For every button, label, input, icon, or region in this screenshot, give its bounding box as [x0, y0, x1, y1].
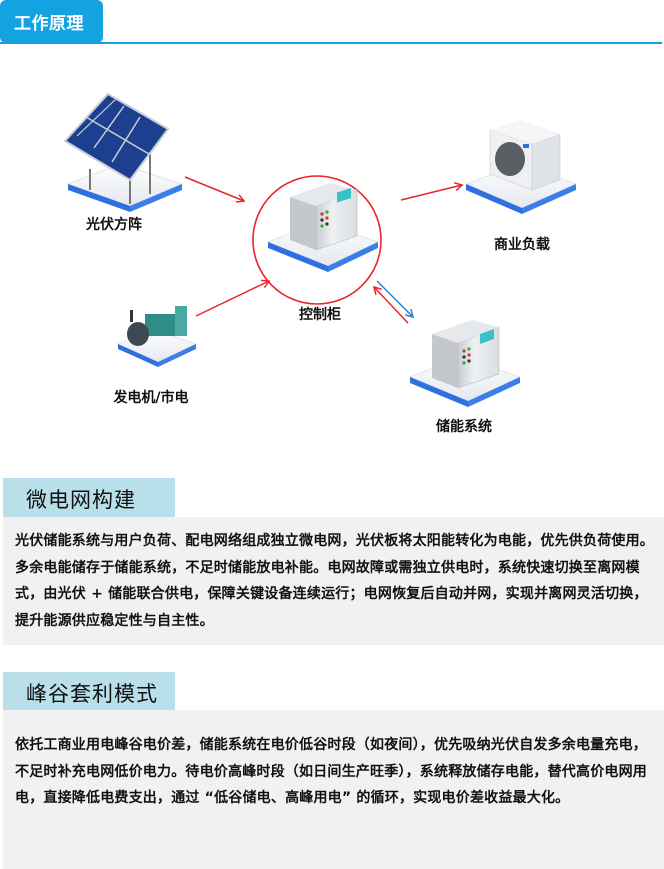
- section-title-text: 峰谷套利模式: [26, 682, 158, 706]
- flow-arrows: [63, 78, 578, 407]
- section-title-microgrid: 微电网构建: [3, 478, 175, 517]
- controller-highlight-circle: [252, 175, 382, 305]
- section-title-text: 微电网构建: [26, 488, 136, 512]
- section-body-peak-valley: 依托工商业用电峰谷电价差，储能系统在电价低谷时段（如夜间），优先吸纳光伏自发多余…: [3, 710, 664, 869]
- node-label-generator: 发电机/市电: [113, 390, 189, 406]
- working-principle-diagram: 光伏方阵 控制柜 商业负载 发电机/市电 储能系统: [0, 44, 664, 454]
- section-header-tab: 工作原理: [0, 0, 103, 43]
- air-conditioner-icon: [464, 120, 578, 214]
- storage-cabinet-icon: [408, 320, 522, 407]
- node-label-storage: 储能系统: [436, 419, 492, 435]
- section-title-peak-valley: 峰谷套利模式: [3, 672, 175, 711]
- section-paragraph: 光伏储能系统与用户负荷、配电网络组成独立微电网，光伏板将太阳能转化为电能，优先供…: [15, 533, 654, 629]
- generator-icon: [116, 306, 198, 367]
- solar-panel-icon: [63, 78, 184, 212]
- node-label-pv-array: 光伏方阵: [86, 217, 142, 233]
- control-cabinet-icon: [266, 183, 380, 272]
- header-divider: [0, 42, 662, 44]
- section-header-title: 工作原理: [14, 14, 84, 34]
- node-label-commercial-load: 商业负载: [494, 237, 550, 253]
- node-label-controller: 控制柜: [299, 307, 341, 323]
- section-body-microgrid: 光伏储能系统与用户负荷、配电网络组成独立微电网，光伏板将太阳能转化为电能，优先供…: [3, 517, 664, 645]
- section-paragraph: 依托工商业用电峰谷电价差，储能系统在电价低谷时段（如夜间），优先吸纳光伏自发多余…: [15, 737, 647, 806]
